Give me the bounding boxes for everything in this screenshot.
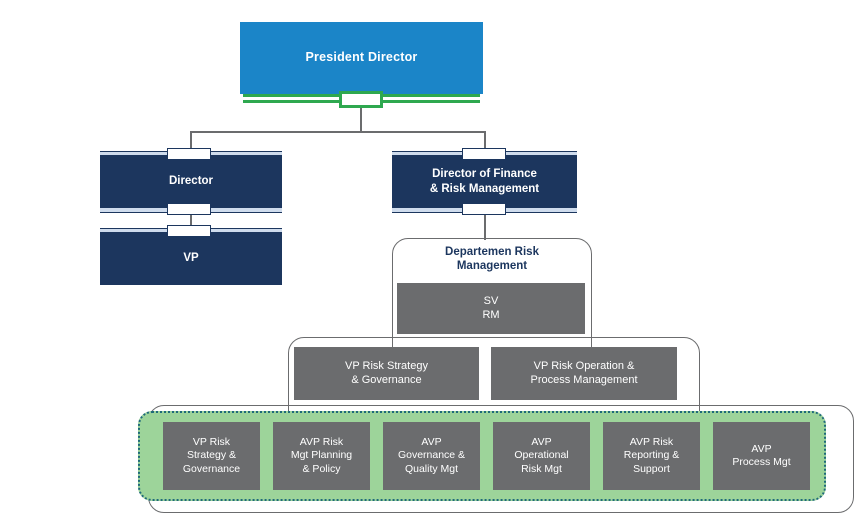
node-avp-process-mgt[interactable]: AVP Process Mgt <box>713 422 810 490</box>
node-avp-governance-quality-mgt[interactable]: AVP Governance & Quality Mgt <box>383 422 480 490</box>
connector-director-to-vp <box>190 208 192 232</box>
label-department-risk-management: Departemen Risk Management <box>445 246 539 273</box>
node-vp-risk-strategy-governance-avp[interactable]: VP Risk Strategy & Governance <box>163 422 260 490</box>
node-avp-risk-mgt-planning-policy[interactable]: AVP Risk Mgt Planning & Policy <box>273 422 370 490</box>
node-vp-risk-operation-process-management[interactable]: VP Risk Operation & Process Management <box>491 347 677 400</box>
director-finance-notch-bottom <box>462 203 506 215</box>
connector-president-down <box>360 104 362 132</box>
connector-split-bar <box>190 131 485 133</box>
node-director[interactable]: Director <box>100 155 282 208</box>
node-president-director[interactable]: President Director <box>240 22 483 94</box>
node-vp-risk-strategy-governance[interactable]: VP Risk Strategy & Governance <box>294 347 479 400</box>
node-sv-rm[interactable]: SV RM <box>397 283 585 334</box>
node-avp-operational-risk-mgt[interactable]: AVP Operational Risk Mgt <box>493 422 590 490</box>
director-notch-bottom <box>167 203 211 215</box>
connector-to-director-finance <box>484 131 486 155</box>
node-avp-risk-reporting-support[interactable]: AVP Risk Reporting & Support <box>603 422 700 490</box>
connector-to-director <box>190 131 192 155</box>
node-vp[interactable]: VP <box>100 232 282 285</box>
node-director-of-finance[interactable]: Director of Finance & Risk Management <box>392 155 577 208</box>
president-accent-notch <box>339 91 383 108</box>
director-finance-notch-top <box>462 148 506 160</box>
director-notch-top <box>167 148 211 160</box>
vp-notch-top <box>167 225 211 237</box>
connector-finance-to-department <box>484 208 486 240</box>
